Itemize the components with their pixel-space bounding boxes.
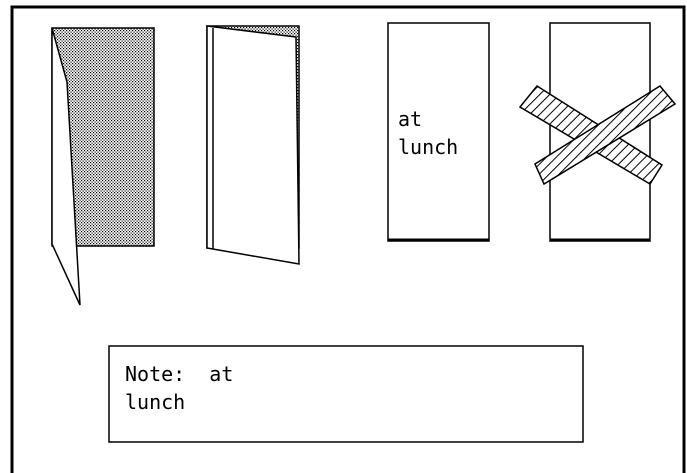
- door-closed-with-sign: at lunch: [387, 22, 490, 242]
- note-line-2: lunch: [125, 390, 185, 414]
- door-ajar: [206, 25, 300, 265]
- note-border: [108, 345, 584, 443]
- door-wide-open: [51, 27, 155, 306]
- door-sign-line-2: lunch: [398, 135, 458, 159]
- door-barred: [518, 22, 677, 242]
- board-plank-2: [534, 85, 677, 186]
- door-panel: [387, 22, 490, 242]
- door-panel: [51, 27, 81, 306]
- note-box: Note: at lunch: [108, 345, 584, 443]
- door-sign-line-1: at: [398, 107, 422, 131]
- note-line-1: Note: at: [125, 362, 233, 386]
- door-panel: [206, 25, 300, 265]
